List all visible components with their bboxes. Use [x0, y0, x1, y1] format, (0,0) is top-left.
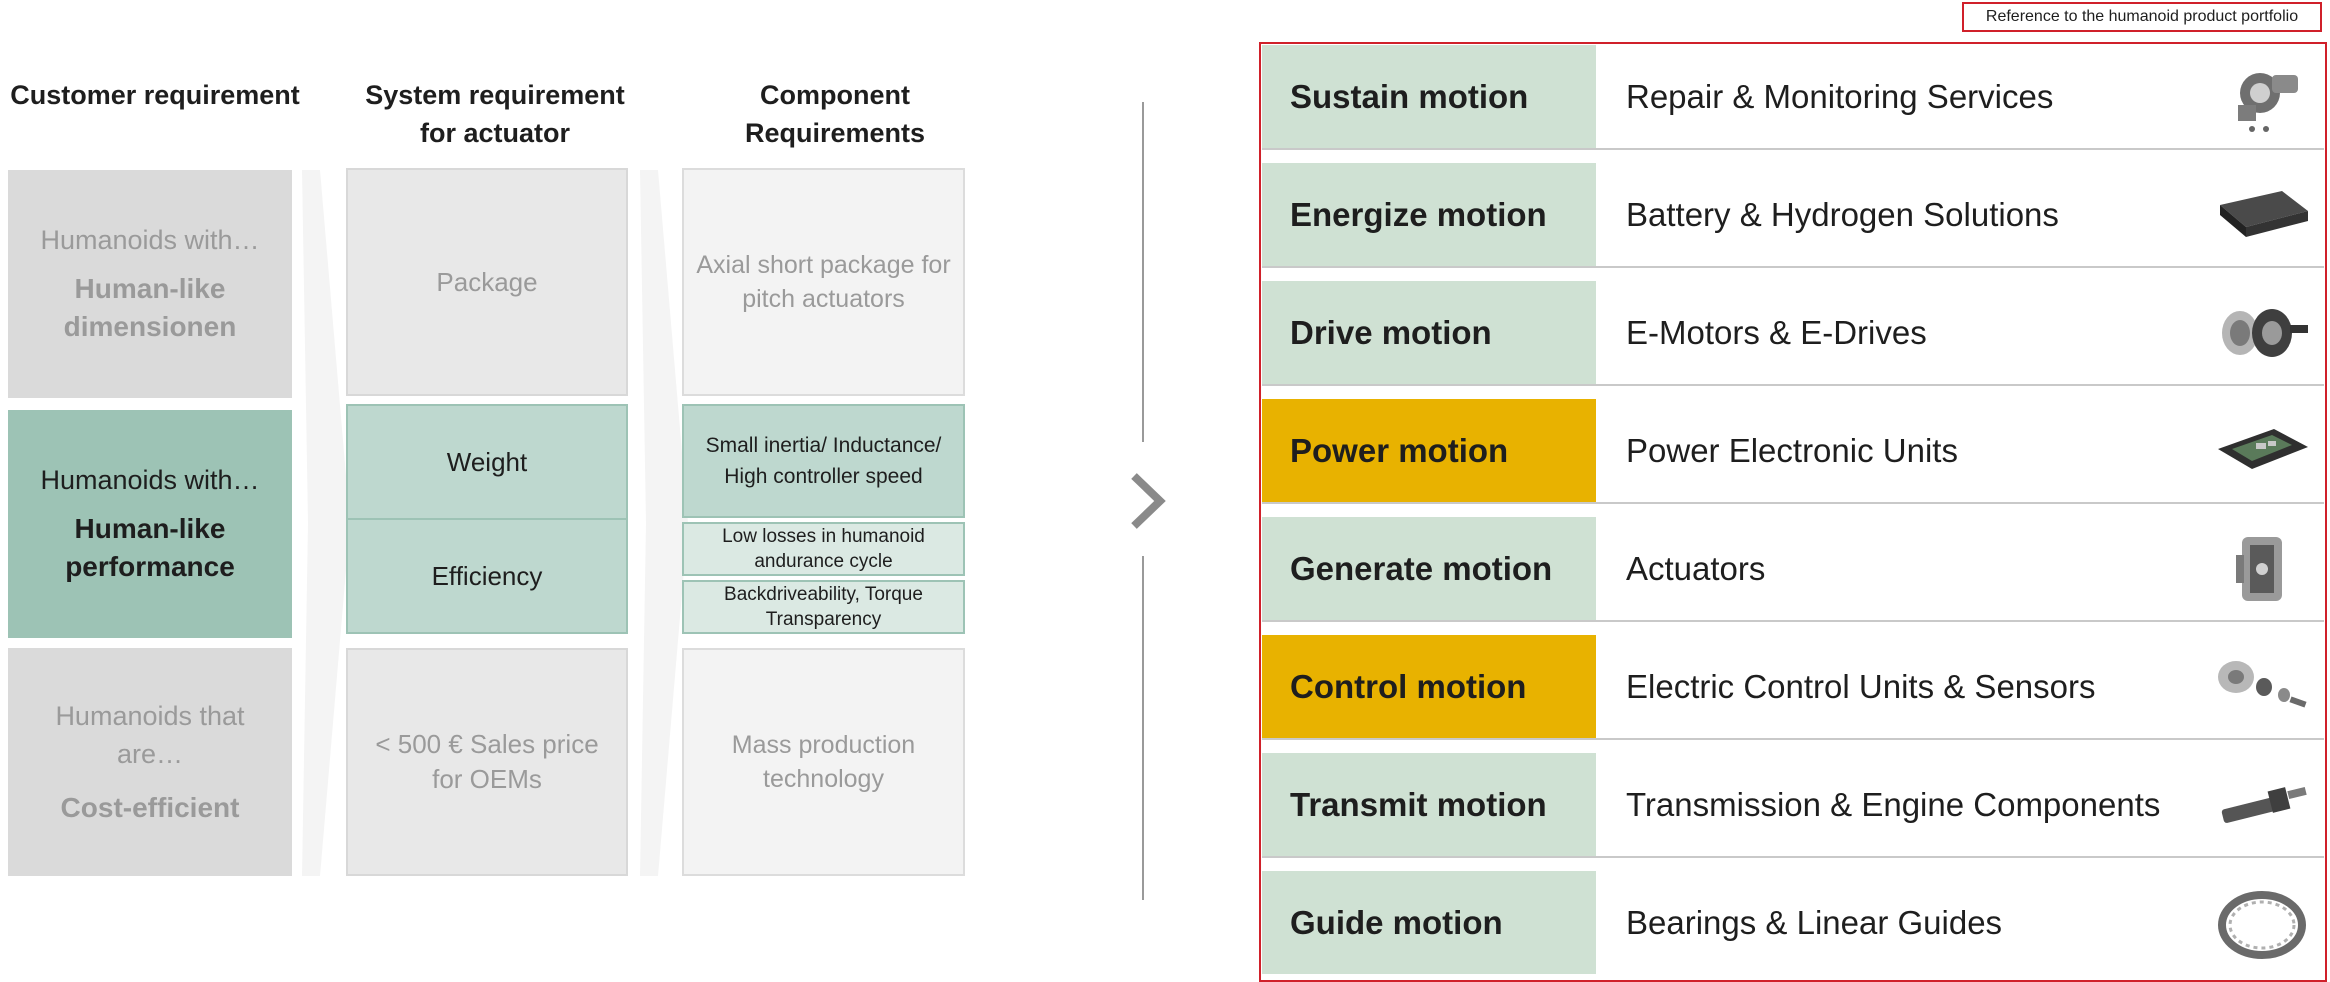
card-intro: Humanoids with… [40, 225, 260, 255]
customer-card-dimensions: Humanoids with… Human-like dimensionen [8, 170, 292, 398]
system-box-efficiency: Efficiency [346, 518, 628, 634]
motion-label: Transmit motion [1262, 753, 1596, 856]
offering-label: Transmission & Engine Components [1598, 753, 2324, 856]
component-box-axial: Axial short package for pitch actuators [682, 168, 965, 396]
card-strong-text: Human-like performance [65, 513, 235, 582]
customer-requirement-header: Customer requirement [10, 80, 300, 110]
portfolio-row-guide: Guide motion Bearings & Linear Guides [1262, 871, 2324, 974]
portfolio-row-transmit: Transmit motion Transmission & Engine Co… [1262, 753, 2324, 856]
row-separator [1262, 738, 2324, 740]
flow-chevron-1 [302, 170, 350, 876]
system-requirement-header: System requirement for actuator [365, 80, 625, 148]
e-motor-icon [2212, 291, 2312, 375]
row-separator [1262, 620, 2324, 622]
customer-card-cost: Humanoids that are… Cost-efficient [8, 648, 292, 876]
portfolio-row-power: Power motion Power Electronic Units [1262, 399, 2324, 502]
offering-label: E-Motors & E-Drives [1598, 281, 2324, 384]
card-strong-text: Cost-efficient [60, 792, 240, 823]
circuit-board-icon [2212, 409, 2312, 493]
offering-label: Power Electronic Units [1598, 399, 2324, 502]
customer-card-performance: Humanoids with… Human-like performance [8, 410, 292, 638]
service-part-icon [2212, 55, 2312, 139]
row-separator [1262, 856, 2324, 858]
card-strong-text: Human-like dimensionen [63, 273, 237, 342]
component-box-mass: Mass production technology [682, 648, 965, 876]
gear-shaft-icon [2212, 763, 2312, 847]
row-separator [1262, 266, 2324, 268]
actuator-icon [2212, 527, 2312, 611]
offering-label: Battery & Hydrogen Solutions [1598, 163, 2324, 266]
component-box-losses: Low losses in humanoid andurance cycle [682, 522, 965, 576]
portfolio-row-energize: Energize motion Battery & Hydrogen Solut… [1262, 163, 2324, 266]
motion-label: Control motion [1262, 635, 1596, 738]
motion-label: Drive motion [1262, 281, 1596, 384]
component-box-inertia: Small inertia/ Inductance/ High controll… [682, 404, 965, 518]
system-box-package: Package [346, 168, 628, 396]
motion-label: Sustain motion [1262, 45, 1596, 148]
offering-label: Repair & Monitoring Services [1598, 45, 2324, 148]
motion-label: Energize motion [1262, 163, 1596, 266]
card-intro: Humanoids that are… [55, 701, 245, 769]
motion-label: Guide motion [1262, 871, 1596, 974]
flow-chevron-2 [640, 170, 688, 876]
sensor-icon [2212, 645, 2312, 729]
row-separator [1262, 384, 2324, 386]
reference-label: Reference to the humanoid product portfo… [1962, 2, 2322, 32]
portfolio-row-sustain: Sustain motion Repair & Monitoring Servi… [1262, 45, 2324, 148]
offering-label: Electric Control Units & Sensors [1598, 635, 2324, 738]
divider-line-bottom [1142, 556, 1144, 900]
motion-label: Power motion [1262, 399, 1596, 502]
offering-label: Actuators [1598, 517, 2324, 620]
system-box-price: < 500 € Sales price for OEMs [346, 648, 628, 876]
row-separator [1262, 502, 2324, 504]
portfolio-row-control: Control motion Electric Control Units & … [1262, 635, 2324, 738]
component-box-backdrive: Backdriveability, Torque Transparency [682, 580, 965, 634]
chevron-right-icon [1128, 470, 1168, 532]
bearing-ring-icon [2212, 881, 2312, 965]
offering-label: Bearings & Linear Guides [1598, 871, 2324, 974]
row-separator [1262, 148, 2324, 150]
portfolio-row-drive: Drive motion E-Motors & E-Drives [1262, 281, 2324, 384]
component-requirements-header: Component Requirements [744, 80, 926, 148]
divider-line-top [1142, 102, 1144, 442]
system-box-weight: Weight [346, 404, 628, 520]
battery-pack-icon [2212, 173, 2312, 257]
motion-label: Generate motion [1262, 517, 1596, 620]
card-intro: Humanoids with… [40, 465, 260, 495]
portfolio-row-generate: Generate motion Actuators [1262, 517, 2324, 620]
